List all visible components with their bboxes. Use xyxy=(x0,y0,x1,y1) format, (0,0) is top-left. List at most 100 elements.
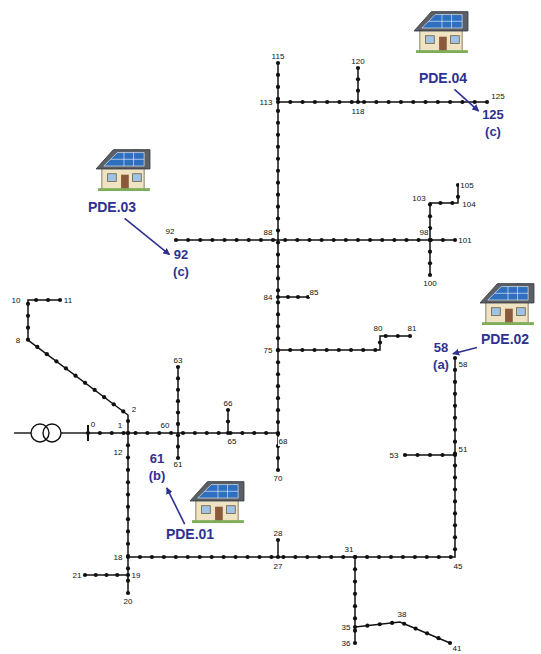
bus-dot xyxy=(217,431,221,435)
bus-dot xyxy=(356,77,360,81)
bus-dot xyxy=(115,573,119,577)
bus-dot xyxy=(356,66,360,70)
bus-dot xyxy=(126,505,130,509)
bus-number: 58 xyxy=(458,360,469,369)
bus-dot xyxy=(429,238,433,242)
bus-dot xyxy=(399,100,403,104)
bus-dot xyxy=(126,517,130,521)
bus-dot xyxy=(300,100,304,104)
bus-dot xyxy=(176,422,180,426)
bus-dot xyxy=(365,555,369,559)
bus-dot xyxy=(428,250,432,254)
bus-dot xyxy=(305,555,309,559)
bus-dot xyxy=(365,624,369,628)
bus-dot xyxy=(312,348,316,352)
bus-dot xyxy=(337,348,341,352)
feeder-line xyxy=(430,185,458,240)
bus-dot xyxy=(150,555,154,559)
bus-dot xyxy=(276,324,280,328)
bus-dot xyxy=(453,547,457,551)
bus-dot xyxy=(176,365,180,369)
bus-dot xyxy=(353,555,357,559)
bus-dot xyxy=(276,348,280,352)
bus-dot xyxy=(453,535,457,539)
bus-number: 98 xyxy=(419,228,430,237)
bus-dot xyxy=(440,453,444,457)
bus-dot xyxy=(325,100,329,104)
bus-number: 45 xyxy=(453,562,464,571)
bus-dot xyxy=(110,431,114,435)
bus-dot xyxy=(126,573,130,577)
bus-dot xyxy=(453,499,457,503)
bus-dot xyxy=(453,463,457,467)
pointer-arrow xyxy=(453,347,477,353)
pointer-arrow xyxy=(125,218,170,254)
bus-dot xyxy=(377,555,381,559)
bus-number: 103 xyxy=(411,194,426,203)
bus-dot xyxy=(276,181,280,185)
bus-dot xyxy=(276,121,280,125)
bus-dot xyxy=(276,312,280,316)
bus-dot xyxy=(126,419,130,423)
feeder-line xyxy=(28,300,128,433)
bus-dot xyxy=(126,529,130,533)
bus-dot xyxy=(54,359,58,363)
bus-number: 21 xyxy=(72,571,83,580)
bus-number: 63 xyxy=(173,356,184,365)
bus-dot xyxy=(428,238,432,242)
bus-dot xyxy=(126,554,130,558)
bus-dot xyxy=(296,295,300,299)
bus-dot xyxy=(300,348,304,352)
bus-dot xyxy=(425,631,429,635)
bus-dot xyxy=(353,616,357,620)
bus-dot xyxy=(276,145,280,149)
bus-dot xyxy=(408,334,412,338)
bus-dot xyxy=(58,298,62,302)
bus-number: 61 xyxy=(173,460,184,469)
bus-dot xyxy=(126,591,130,595)
bus-number: 101 xyxy=(457,236,472,245)
bus-id: (c) xyxy=(480,123,506,140)
bus-id: (c) xyxy=(171,263,191,280)
bus-dot xyxy=(205,431,209,435)
bus-dot xyxy=(186,555,190,559)
bus-number: 105 xyxy=(459,181,474,190)
bus-dot xyxy=(413,626,417,630)
bus-dot xyxy=(276,276,280,280)
bus-dot xyxy=(45,352,49,356)
bus-dot xyxy=(353,641,357,645)
bus-dot xyxy=(288,348,292,352)
bus-dot xyxy=(169,431,173,435)
bus-id: (a) xyxy=(431,356,451,373)
bus-dot xyxy=(453,404,457,408)
bus-dot xyxy=(353,604,357,608)
bus-number: 38 xyxy=(397,610,408,619)
bus-dot xyxy=(361,348,365,352)
bus-dot xyxy=(174,555,178,559)
pv-houses xyxy=(96,12,534,523)
bus-dot xyxy=(121,409,125,413)
bus-dot xyxy=(368,238,372,242)
bus-dot xyxy=(437,555,441,559)
bus-dot xyxy=(276,420,280,424)
bus-dot xyxy=(356,238,360,242)
bus-dot xyxy=(276,336,280,340)
bus-number: 1 xyxy=(117,421,123,430)
bus-number: 28 xyxy=(273,529,284,538)
bus-dot xyxy=(276,73,280,77)
bus-dot xyxy=(485,100,489,104)
bus-dot xyxy=(26,314,30,318)
bus-dot xyxy=(276,100,280,104)
bus-dot xyxy=(411,100,415,104)
bus-number: 19 xyxy=(131,571,142,580)
bus-dot xyxy=(138,555,142,559)
bus-dot xyxy=(374,100,378,104)
bus-dot xyxy=(126,443,130,447)
bus-dot xyxy=(264,431,268,435)
bus-number: 2 xyxy=(131,405,137,414)
bus-dot xyxy=(83,381,87,385)
bus-dot xyxy=(276,360,280,364)
bus-dot xyxy=(126,480,130,484)
bus-dot xyxy=(157,431,161,435)
bus-dot xyxy=(453,511,457,515)
